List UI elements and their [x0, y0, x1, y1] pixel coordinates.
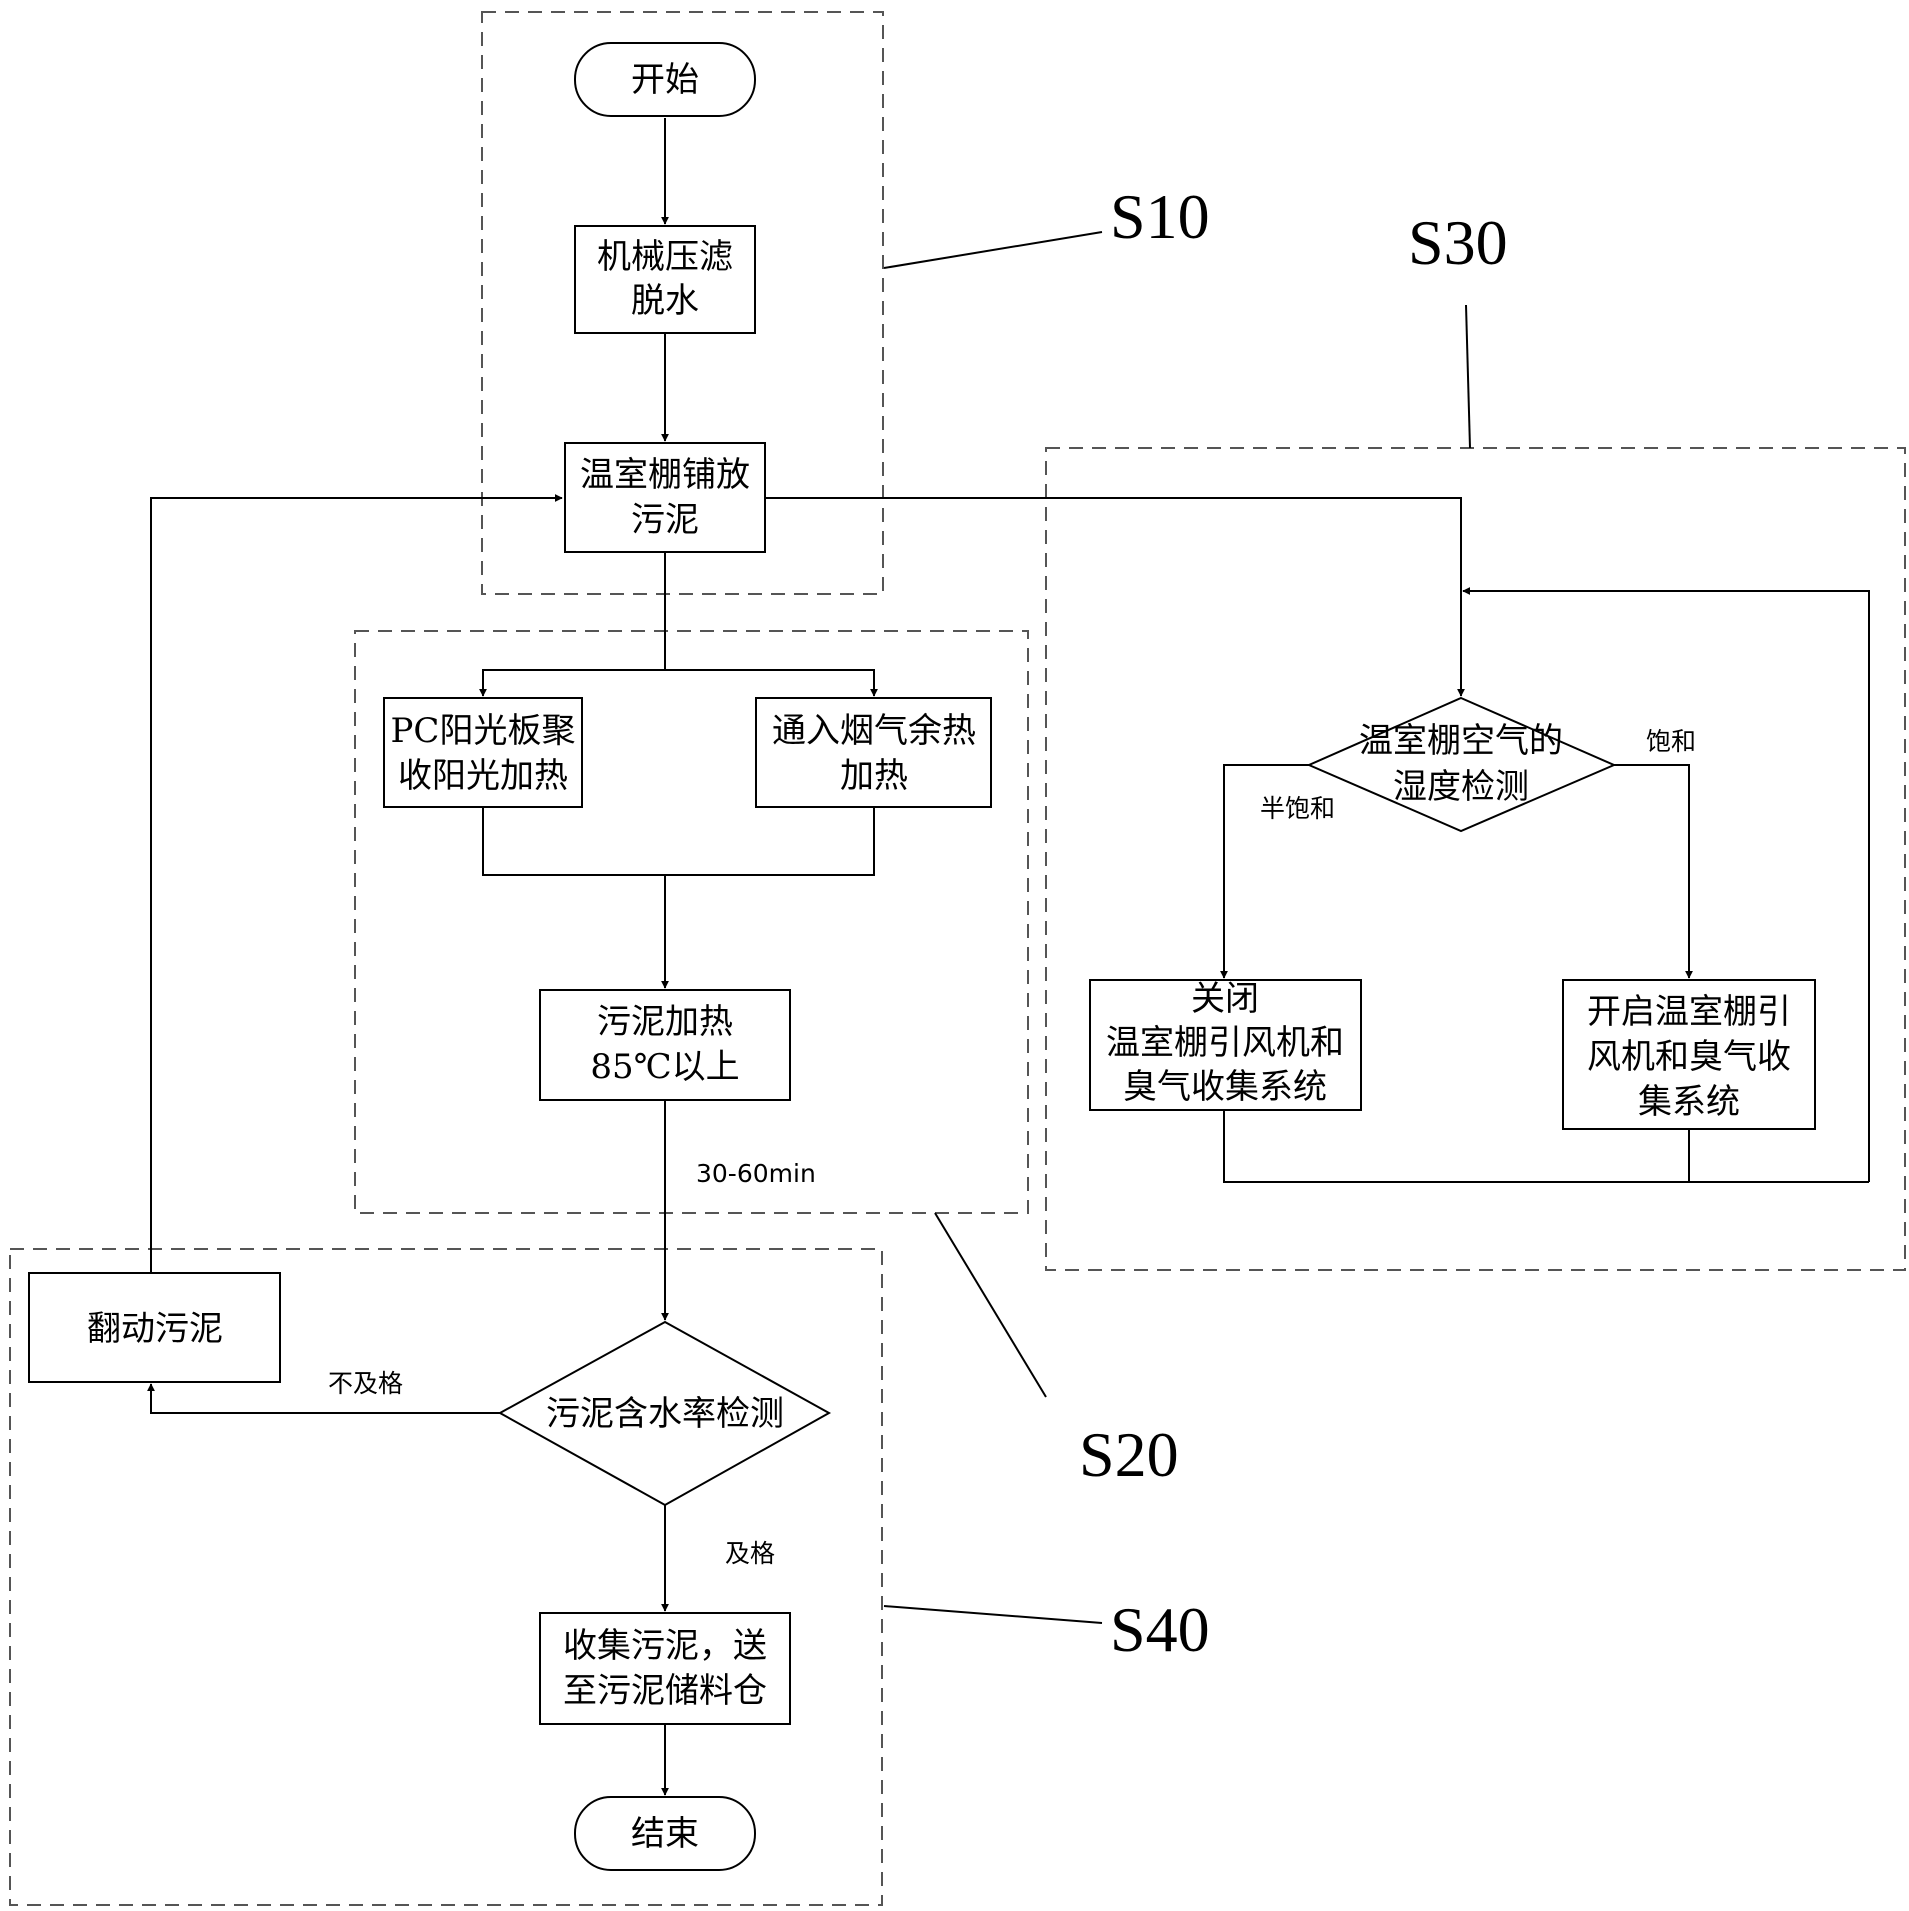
humidity-node: 温室棚空气的 湿度检测	[1306, 696, 1617, 833]
press-node: 机械压滤 脱水	[574, 225, 756, 334]
region-s20	[354, 630, 1029, 1214]
close-label-2: 温室棚引风机和	[1106, 1023, 1344, 1063]
heat-label-2: 85℃以上	[590, 1047, 739, 1087]
edge-label-fail: 不及格	[328, 1369, 403, 1398]
region-s40	[9, 1248, 883, 1906]
lay-node: 温室棚铺放 污泥	[564, 442, 766, 553]
edge-merge	[482, 807, 875, 876]
region-s30	[1045, 447, 1906, 1271]
collect-label-2: 至污泥储料仓	[563, 1671, 767, 1711]
step-label-s20: S20	[1079, 1419, 1179, 1490]
pc-node: PC阳光板聚 收阳光加热	[383, 697, 583, 808]
leader-s20	[934, 1212, 1047, 1398]
turn-node: 翻动污泥	[28, 1272, 281, 1383]
edge-moisture-turn	[147, 1383, 500, 1414]
end-node: 结束	[574, 1796, 756, 1871]
close-label-3: 臭气收集系统	[1123, 1067, 1327, 1107]
edge-split-pc	[479, 669, 665, 697]
region-s10	[481, 11, 884, 595]
edge-label-time: 30-60min	[696, 1159, 816, 1188]
open-label-3: 集系统	[1638, 1082, 1740, 1122]
pc-label-2: 收阳光加热	[398, 756, 568, 796]
close-node: 关闭 温室棚引风机和 臭气收集系统	[1089, 979, 1362, 1111]
edge-lay-humidity	[765, 497, 1465, 697]
start-node: 开始	[574, 42, 756, 117]
pc-label-1: PC阳光板聚	[391, 711, 576, 751]
step-label-s30: S30	[1408, 207, 1508, 278]
edge-turn-lay	[150, 494, 563, 1273]
turn-label: 翻动污泥	[87, 1309, 223, 1349]
edge-humidity-close	[1220, 764, 1309, 979]
start-label: 开始	[631, 60, 699, 100]
open-node: 开启温室棚引 风机和臭气收 集系统	[1562, 979, 1816, 1130]
leader-s30	[1465, 304, 1471, 449]
edge-split-flue	[665, 669, 878, 697]
open-label-2: 风机和臭气收	[1587, 1037, 1791, 1077]
moisture-node: 污泥含水率检测	[497, 1320, 832, 1507]
flue-label-2: 加热	[840, 756, 908, 796]
edge-label-saturated: 饱和	[1646, 727, 1696, 756]
edge-label-half-saturated: 半饱和	[1260, 794, 1335, 823]
edge-humidity-open	[1614, 764, 1693, 979]
step-label-s40: S40	[1110, 1594, 1210, 1665]
close-label-1: 关闭	[1191, 979, 1259, 1019]
lay-label-1: 温室棚铺放	[580, 455, 750, 495]
heat-label-1: 污泥加热	[597, 1002, 733, 1042]
edge-label-pass: 及格	[725, 1539, 775, 1568]
leader-s40	[883, 1605, 1103, 1624]
collect-node: 收集污泥，送 至污泥储料仓	[539, 1612, 791, 1725]
collect-label-1: 收集污泥，送	[563, 1626, 767, 1666]
edge-loop-return	[1462, 587, 1870, 1182]
flue-node: 通入烟气余热 加热	[755, 697, 992, 808]
moisture-label: 污泥含水率检测	[546, 1394, 784, 1434]
step-label-s10: S10	[1110, 181, 1210, 252]
humidity-label-2: 湿度检测	[1393, 767, 1529, 807]
edge-close-loop	[1223, 1110, 1869, 1183]
press-label-1: 机械压滤	[597, 237, 733, 277]
heat-node: 污泥加热 85℃以上	[539, 989, 791, 1101]
leader-s10	[883, 231, 1103, 269]
humidity-label-1: 温室棚空气的	[1359, 721, 1563, 761]
open-label-1: 开启温室棚引	[1587, 992, 1791, 1032]
lay-label-2: 污泥	[631, 500, 699, 540]
press-label-2: 脱水	[631, 281, 699, 321]
flue-label-1: 通入烟气余热	[772, 711, 976, 751]
end-label: 结束	[631, 1814, 699, 1854]
